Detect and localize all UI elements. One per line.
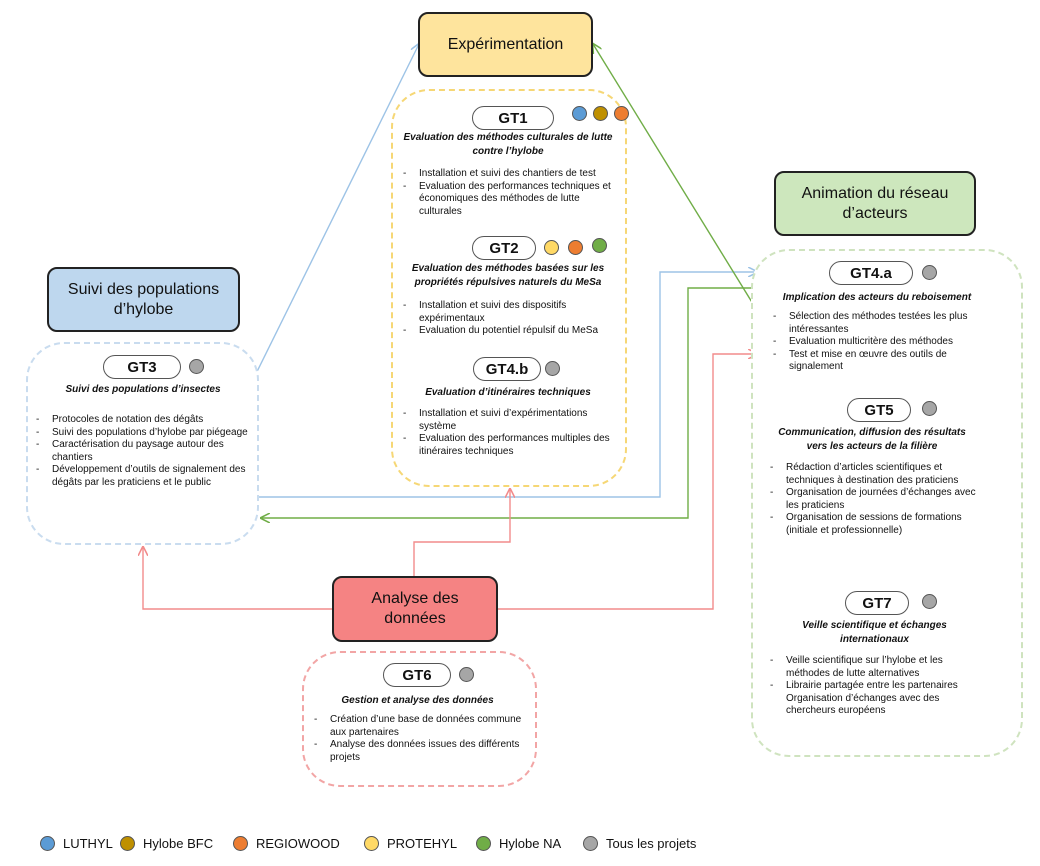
legend-label: Hylobe BFC [143,836,214,851]
list-item: Rédaction d’articles scientifiques et te… [770,462,985,487]
list-item: Evaluation des performances techniques e… [403,181,618,219]
hylobe-bfc-dot [120,836,135,851]
gt4b-label: GT4.b [473,357,541,381]
legend-item-protehyl: PROTEHYL [364,836,457,851]
gt1-list: Installation et suivi des chantiers de t… [403,168,618,218]
list-item: Sélection des méthodes testées les plus … [773,311,985,336]
list-item: Création d’une base de données commune a… [314,714,529,739]
gt2-dot-hylobe-na [592,238,607,253]
legend-item-hylobe-na: Hylobe NA [476,836,561,851]
suivi-box: Suivi des populations d’hylobe [47,267,240,332]
gt6-list: Création d’une base de données commune a… [314,714,529,764]
legend-label: LUTHYL [63,836,113,851]
gt6-subtitle: Gestion et analyse des données [341,695,494,706]
list-item: Caractérisation du paysage autour des ch… [36,439,249,464]
legend-label: Hylobe NA [499,836,562,851]
list-item: Installation et suivi des chantiers de t… [403,168,618,181]
gt4a-subtitle: Implication des acteurs du reboisement [782,292,972,303]
gt4b-subtitle: Evaluation d’itinéraires techniques [425,387,591,398]
list-item: Suivi des populations d’hylobe par piége… [36,427,249,440]
gt1-dot-hylobe-bfc [593,106,608,121]
gt1-label: GT1 [472,106,554,130]
protehyl-dot [364,836,379,851]
experimentation-title: Expérimentation [447,35,564,53]
gt7-dot-tous [922,594,937,609]
gt3-list: Protocoles de notation des dégâts Suivi … [36,414,249,490]
legend-item-tous: Tous les projets [583,836,696,851]
gt3-label: GT3 [103,355,181,379]
gt5-list: Rédaction d’articles scientifiques et te… [770,462,985,538]
gt2-dot-protehyl [544,240,559,255]
gt4a-label: GT4.a [829,261,913,285]
gt1-dot-luthyl [572,106,587,121]
hylobe-na-dot [476,836,491,851]
gt1-subtitle: Evaluation des méthodes culturales de lu… [403,132,613,157]
gt3-dot-tous [189,359,204,374]
list-item: Développement d’outils de signalement de… [36,464,249,489]
legend-label: Tous les projets [606,836,697,851]
gt2-label: GT2 [472,236,536,260]
gt5-dot-tous [922,401,937,416]
legend-item-hylobe-bfc: Hylobe BFC [120,836,213,851]
gt4a-list: Sélection des méthodes testées les plus … [773,311,985,374]
gt7-list: Veille scientifique sur l’hylobe et les … [770,655,985,718]
gt4b-list: Installation et suivi d’expérimentations… [403,408,618,458]
gt2-subtitle: Evaluation des méthodes basées sur les p… [411,263,605,288]
analyse-box: Analyse des données [332,576,498,642]
list-item: Veille scientifique sur l’hylobe et les … [770,655,985,680]
legend-label: REGIOWOOD [256,836,340,851]
gt4a-dot-tous [922,265,937,280]
arrow-analyse-to-experimentation [413,489,510,576]
gt6-dot-tous [459,667,474,682]
suivi-title: Suivi des populations d’hylobe [67,280,220,318]
animation-title: Animation du réseau d’acteurs [801,184,949,222]
luthyl-dot [40,836,55,851]
list-item: Installation et suivi des dispositifs ex… [403,300,613,325]
list-item: Organisation de journées d’échanges avec… [770,487,985,512]
gt5-label: GT5 [847,398,911,422]
legend-item-regiowood: REGIOWOOD [233,836,340,851]
gt2-list: Installation et suivi des dispositifs ex… [403,300,613,338]
analyse-title: Analyse des données [371,590,459,627]
list-item: Protocoles de notation des dégâts [36,414,249,427]
list-item: Librairie partagée entre les partenaires… [770,680,985,718]
regiowood-dot [233,836,248,851]
gt1-dot-regiowood [614,106,629,121]
list-item: Evaluation des performances multiples de… [403,433,618,458]
legend-label: PROTEHYL [387,836,458,851]
animation-box: Animation du réseau d’acteurs [774,171,976,236]
gt4b-dot-tous [545,361,560,376]
legend-item-luthyl: LUTHYL [40,836,113,851]
gt7-subtitle: Veille scientifique et échanges internat… [802,620,947,645]
gt6-label: GT6 [383,663,451,687]
list-item: Analyse des données issues des différent… [314,739,529,764]
arrow-analyse-to-suivi [143,547,332,610]
experimentation-box: Expérimentation [418,12,593,77]
gt3-subtitle: Suivi des populations d’insectes [65,384,221,395]
gt2-dot-regiowood [568,240,583,255]
list-item: Evaluation du potentiel répulsif du MeSa [403,325,613,338]
list-item: Organisation de sessions de formations (… [770,512,985,537]
gt5-subtitle: Communication, diffusion des résultats v… [778,427,966,452]
list-item: Test et mise en œuvre des outils de sign… [773,349,985,374]
list-item: Evaluation multicritère des méthodes [773,336,985,349]
gt7-label: GT7 [845,591,909,615]
tous-dot [583,836,598,851]
list-item: Installation et suivi d’expérimentations… [403,408,618,433]
legend: LUTHYL Hylobe BFC REGIOWOOD PROTEHYL Hyl… [0,836,1040,856]
